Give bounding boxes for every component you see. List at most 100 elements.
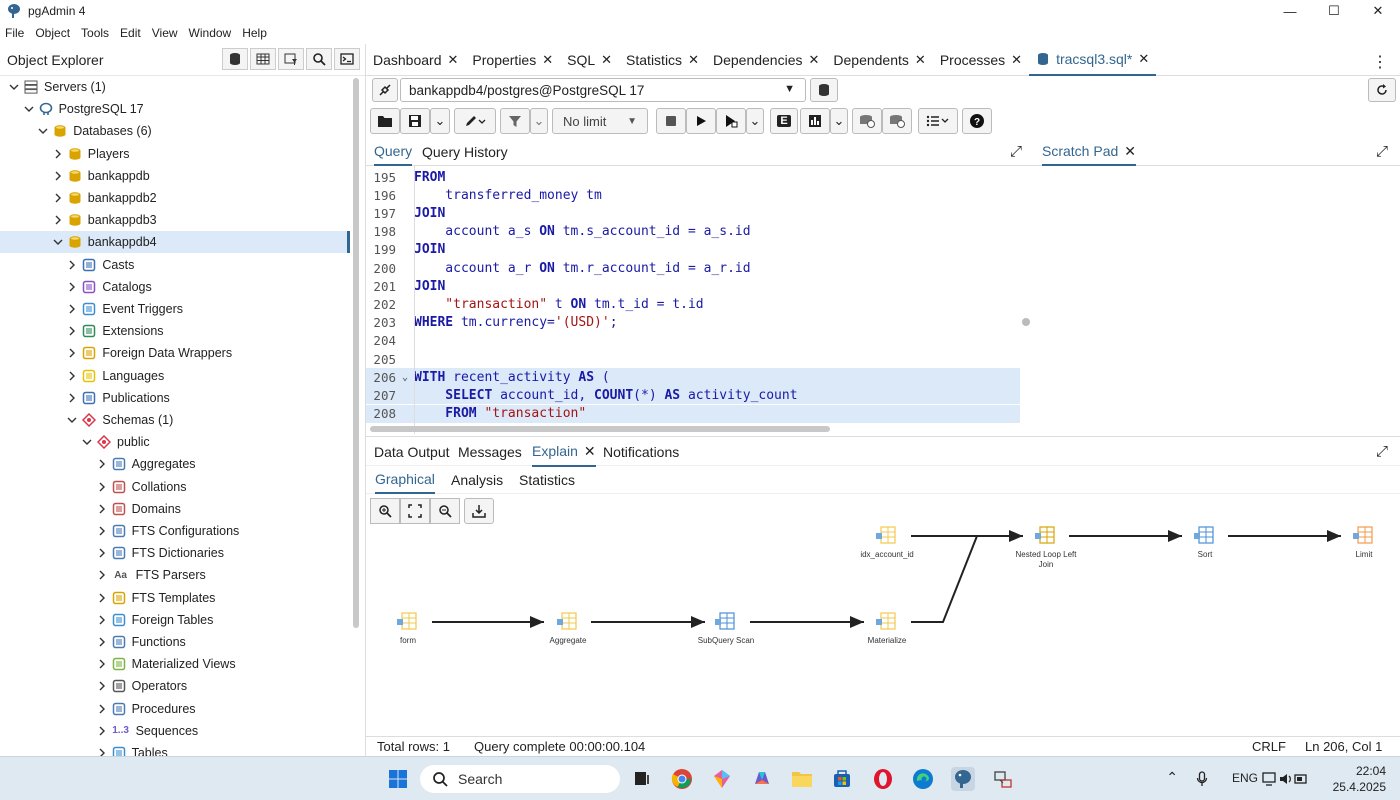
network-volume-battery-icons[interactable]	[1262, 771, 1308, 790]
chevron-right-icon[interactable]	[52, 148, 64, 160]
chevron-right-icon[interactable]	[66, 370, 78, 382]
connection-status-button[interactable]	[372, 78, 398, 102]
tree-item-bankappdb4[interactable]: bankappdb4	[0, 231, 350, 254]
open-file-button[interactable]	[370, 108, 400, 134]
code-line[interactable]: 196 transferred_money tm	[366, 186, 1020, 204]
tab-messages[interactable]: Messages	[458, 444, 522, 460]
tree-item-tables[interactable]: Tables	[0, 742, 350, 756]
tree-item-foreign-data-wrappers[interactable]: Foreign Data Wrappers	[0, 342, 350, 364]
execute-script-button[interactable]	[716, 108, 746, 134]
close-icon[interactable]: ✕	[1011, 51, 1023, 67]
chevron-right-icon[interactable]	[52, 192, 64, 204]
chevron-right-icon[interactable]	[66, 392, 78, 404]
view-data-button[interactable]	[250, 48, 276, 70]
tree-item-materialized-views[interactable]: Materialized Views	[0, 653, 350, 675]
chevron-right-icon[interactable]	[96, 614, 108, 626]
tree-item-operators[interactable]: Operators	[0, 675, 350, 697]
tab-explain-statistics[interactable]: Statistics	[519, 472, 576, 488]
tree-item-catalogs[interactable]: Catalogs	[0, 276, 350, 298]
editor-horizontal-scrollbar[interactable]	[370, 426, 830, 432]
chevron-down-icon[interactable]	[66, 414, 78, 426]
task-view-button[interactable]	[630, 767, 654, 791]
fold-chevron-icon[interactable]: ⌄	[401, 371, 409, 383]
language-indicator[interactable]: ENG	[1231, 771, 1258, 785]
tree-item-casts[interactable]: Casts	[0, 254, 350, 276]
minimize-button[interactable]: —	[1283, 3, 1297, 19]
tree-item-schemas-1[interactable]: Schemas (1)	[0, 409, 350, 431]
copilot-app[interactable]	[750, 767, 774, 791]
line-ending[interactable]: CRLF	[1252, 739, 1286, 754]
close-icon[interactable]: ✕	[583, 442, 596, 459]
menu-help[interactable]: Help	[242, 26, 267, 40]
zoom-in-button[interactable]	[370, 498, 400, 524]
plan-node-aggregate-icon[interactable]	[556, 611, 580, 633]
tab-analysis[interactable]: Analysis	[451, 472, 504, 488]
chevron-right-icon[interactable]	[52, 214, 64, 226]
stop-button[interactable]	[656, 108, 686, 134]
close-icon[interactable]: ✕	[1138, 50, 1150, 66]
tab-properties[interactable]: Properties✕	[465, 44, 560, 76]
rollback-button[interactable]	[882, 108, 912, 134]
maximize-button[interactable]: ☐	[1328, 3, 1340, 18]
code-line[interactable]: 207 SELECT account_id, COUNT(*) AS activ…	[366, 386, 1020, 405]
tree-item-postgresql-17[interactable]: PostgreSQL 17	[0, 98, 350, 120]
chevron-down-icon[interactable]	[8, 81, 20, 93]
expand-icon[interactable]: ⤢	[1375, 443, 1388, 460]
tree-item-public[interactable]: public	[0, 431, 350, 453]
code-line[interactable]: 202 "transaction" t ON tm.t_id = t.id	[366, 295, 1020, 313]
chevron-right-icon[interactable]	[96, 481, 108, 493]
row-limit-select[interactable]: No limit▼	[552, 108, 648, 134]
chevron-right-icon[interactable]	[96, 547, 108, 559]
chevron-down-icon[interactable]	[52, 236, 64, 248]
app-tray-app[interactable]	[710, 767, 734, 791]
close-window-button[interactable]: ✕	[1372, 3, 1384, 18]
system-clock[interactable]: 22:04 25.4.2025	[1333, 763, 1386, 795]
code-line[interactable]: 198 account a_s ON tm.s_account_id = a_s…	[366, 223, 1020, 241]
tree-item-foreign-tables[interactable]: Foreign Tables	[0, 609, 350, 631]
tab-notifications[interactable]: Notifications	[603, 444, 680, 460]
edge-app[interactable]	[911, 767, 935, 791]
file-explorer-app[interactable]	[790, 767, 814, 791]
connection-select[interactable]: bankappdb4/postgres@PostgreSQL 17 ▼	[400, 78, 806, 102]
zoom-fit-button[interactable]	[400, 498, 430, 524]
close-icon[interactable]: ✕	[542, 51, 554, 67]
save-options-dropdown[interactable]: ⌄	[430, 108, 450, 134]
edit-button[interactable]	[454, 108, 496, 134]
tree-item-event-triggers[interactable]: Event Triggers	[0, 298, 350, 320]
code-line[interactable]: 206⌄WITH recent_activity AS (	[366, 368, 1020, 387]
menu-view[interactable]: View	[151, 26, 178, 40]
tab-dashboard[interactable]: Dashboard✕	[366, 44, 465, 76]
plan-node-materialize-icon[interactable]	[875, 611, 899, 633]
execute-button[interactable]	[686, 108, 716, 134]
save-file-button[interactable]	[400, 108, 430, 134]
expand-icon[interactable]: ⤢	[1375, 143, 1388, 160]
chevron-right-icon[interactable]	[66, 259, 78, 271]
query-tool-button[interactable]	[222, 48, 248, 70]
menu-file[interactable]: File	[5, 26, 25, 40]
close-icon[interactable]: ✕	[601, 51, 613, 67]
tab-processes[interactable]: Processes✕	[933, 44, 1029, 76]
menu-window[interactable]: Window	[188, 26, 232, 40]
chrome-app[interactable]	[670, 767, 694, 791]
plan-node-form-icon[interactable]	[396, 611, 420, 633]
explain-analyze-button[interactable]	[800, 108, 830, 134]
filter-button[interactable]	[500, 108, 530, 134]
tree-item-procedures[interactable]: Procedures	[0, 698, 350, 720]
chevron-right-icon[interactable]	[96, 503, 108, 515]
execute-options-dropdown[interactable]: ⌄	[746, 108, 764, 134]
microphone-icon[interactable]	[1196, 771, 1208, 790]
chevron-down-icon[interactable]	[81, 436, 93, 448]
tab-query-file[interactable]: tracsql3.sql*✕	[1029, 44, 1157, 76]
taskbar-search[interactable]: Search	[420, 765, 620, 793]
tree-item-domains[interactable]: Domains	[0, 498, 350, 520]
chevron-right-icon[interactable]	[96, 458, 108, 470]
tree-item-languages[interactable]: Languages	[0, 365, 350, 387]
close-icon[interactable]: ✕	[447, 51, 459, 67]
download-plan-button[interactable]	[464, 498, 494, 524]
tree-scrollbar[interactable]	[353, 78, 359, 628]
reset-layout-button[interactable]	[1368, 78, 1396, 102]
